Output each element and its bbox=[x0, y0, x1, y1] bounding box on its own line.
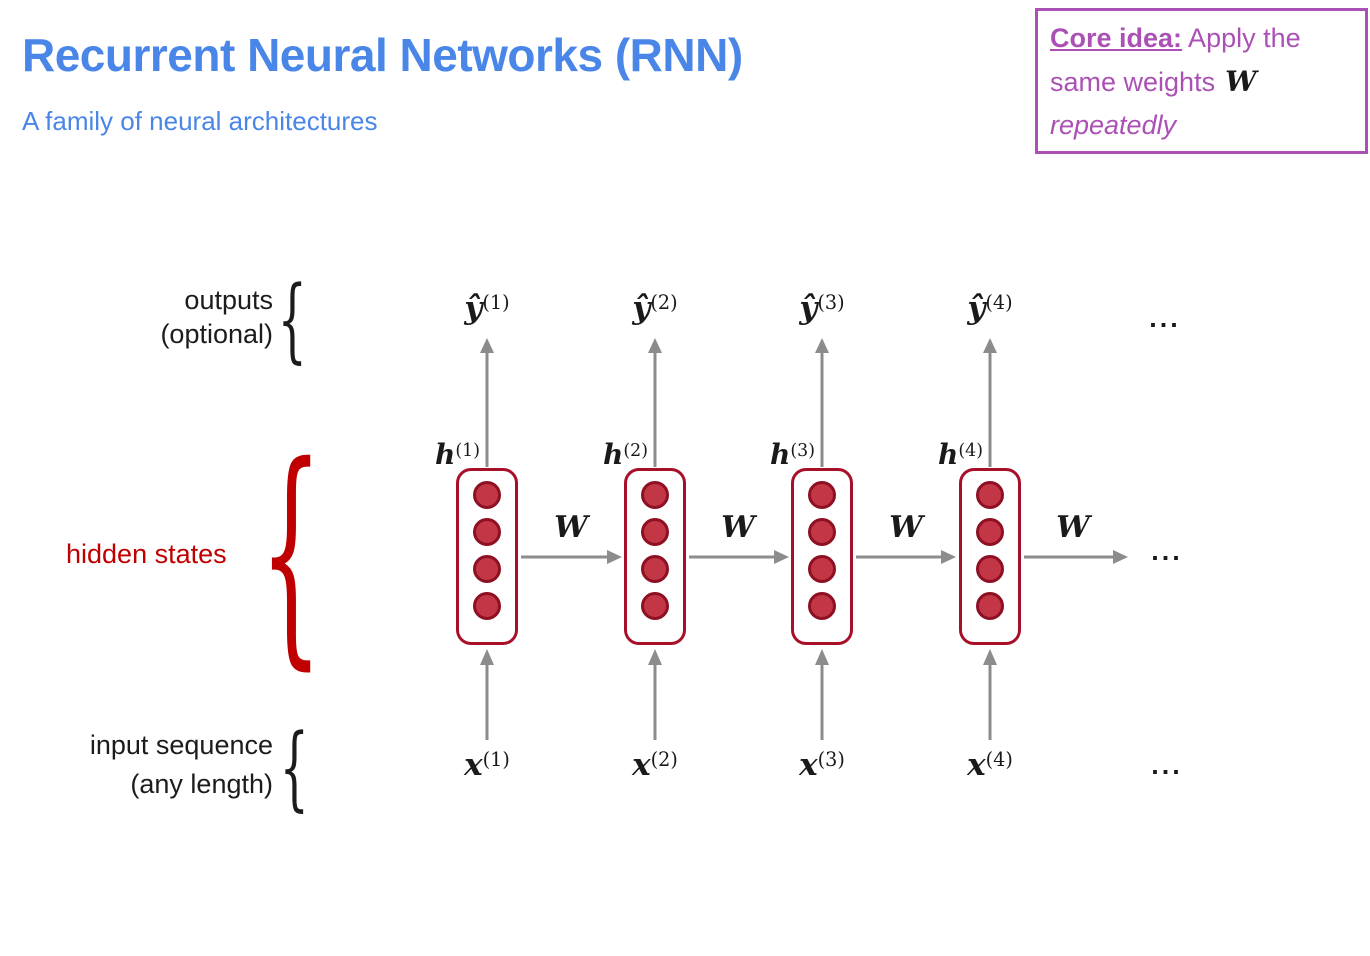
neuron-circle bbox=[976, 518, 1004, 546]
hidden-states-brace: { bbox=[259, 415, 323, 691]
neuron-circle bbox=[641, 592, 669, 620]
input-sequence-brace: { bbox=[279, 714, 309, 822]
output-arrow-1 bbox=[480, 338, 494, 467]
neuron-circle bbox=[473, 555, 501, 583]
outputs-brace: { bbox=[277, 266, 307, 374]
ellipsis-inputs: ... bbox=[1151, 750, 1183, 780]
core-idea-callout: Core idea: Apply the same weights W repea… bbox=[1035, 8, 1368, 154]
hidden-state-box-4 bbox=[959, 468, 1021, 645]
input-arrow-1 bbox=[480, 649, 494, 740]
core-idea-line3: repeatedly bbox=[1050, 110, 1177, 140]
output-arrow-2 bbox=[648, 338, 662, 467]
neuron-circle bbox=[473, 518, 501, 546]
weight-label-1: W bbox=[554, 510, 588, 545]
neuron-circle bbox=[808, 555, 836, 583]
input-arrow-3 bbox=[815, 649, 829, 740]
neuron-circle bbox=[976, 592, 1004, 620]
neuron-circle bbox=[808, 592, 836, 620]
output-label-3: ŷ(3) bbox=[799, 290, 845, 326]
outputs-annotation: outputs (optional) bbox=[95, 283, 273, 351]
neuron-circle bbox=[808, 481, 836, 509]
output-label-1: ŷ(1) bbox=[464, 290, 510, 326]
input-label-1: x(1) bbox=[464, 747, 510, 783]
input-label-3: x(3) bbox=[799, 747, 845, 783]
neuron-circle bbox=[641, 518, 669, 546]
output-label-4: ŷ(4) bbox=[967, 290, 1013, 326]
hidden-state-box-3 bbox=[791, 468, 853, 645]
hidden-state-box-1 bbox=[456, 468, 518, 645]
core-idea-heading: Core idea: bbox=[1050, 23, 1183, 53]
ellipsis-outputs: ... bbox=[1149, 303, 1181, 333]
input-label-4: x(4) bbox=[967, 747, 1013, 783]
input-arrow-2 bbox=[648, 649, 662, 740]
hidden-state-box-2 bbox=[624, 468, 686, 645]
hidden-label-2: h(2) bbox=[603, 438, 648, 471]
weight-label-4: W bbox=[1056, 510, 1090, 545]
neuron-circle bbox=[641, 481, 669, 509]
page-subtitle: A family of neural architectures bbox=[22, 106, 378, 136]
input-sequence-annotation-line1: input sequence bbox=[89, 730, 273, 760]
input-arrow-4 bbox=[983, 649, 997, 740]
neuron-circle bbox=[976, 481, 1004, 509]
outputs-annotation-line1: outputs bbox=[184, 285, 273, 315]
weight-label-3: W bbox=[889, 510, 923, 545]
hidden-label-3: h(3) bbox=[770, 438, 815, 471]
neuron-circle bbox=[808, 518, 836, 546]
recurrent-arrow-3 bbox=[856, 550, 956, 564]
core-idea-heading-rest: Apply the bbox=[1182, 23, 1301, 53]
output-arrow-3 bbox=[815, 338, 829, 467]
output-label-2: ŷ(2) bbox=[632, 290, 678, 326]
hidden-states-annotation: hidden states bbox=[66, 539, 227, 569]
recurrent-arrow-2 bbox=[689, 550, 789, 564]
weight-matrix-symbol: W bbox=[1225, 65, 1257, 98]
hidden-label-4: h(4) bbox=[938, 438, 983, 471]
neuron-circle bbox=[473, 481, 501, 509]
neuron-circle bbox=[641, 555, 669, 583]
weight-label-2: W bbox=[721, 510, 755, 545]
hidden-label-1: h(1) bbox=[435, 438, 480, 471]
outputs-annotation-line2: (optional) bbox=[160, 319, 273, 349]
core-idea-line2: same weights bbox=[1050, 67, 1216, 97]
recurrent-arrow-4 bbox=[1024, 550, 1128, 564]
neuron-circle bbox=[976, 555, 1004, 583]
neuron-circle bbox=[473, 592, 501, 620]
ellipsis-hidden: ... bbox=[1151, 536, 1183, 566]
input-label-2: x(2) bbox=[632, 747, 678, 783]
output-arrow-4 bbox=[983, 338, 997, 467]
input-sequence-annotation: input sequence (any length) bbox=[30, 726, 273, 804]
page-title: Recurrent Neural Networks (RNN) bbox=[22, 29, 743, 81]
input-sequence-annotation-line2: (any length) bbox=[130, 769, 273, 799]
recurrent-arrow-1 bbox=[521, 550, 622, 564]
